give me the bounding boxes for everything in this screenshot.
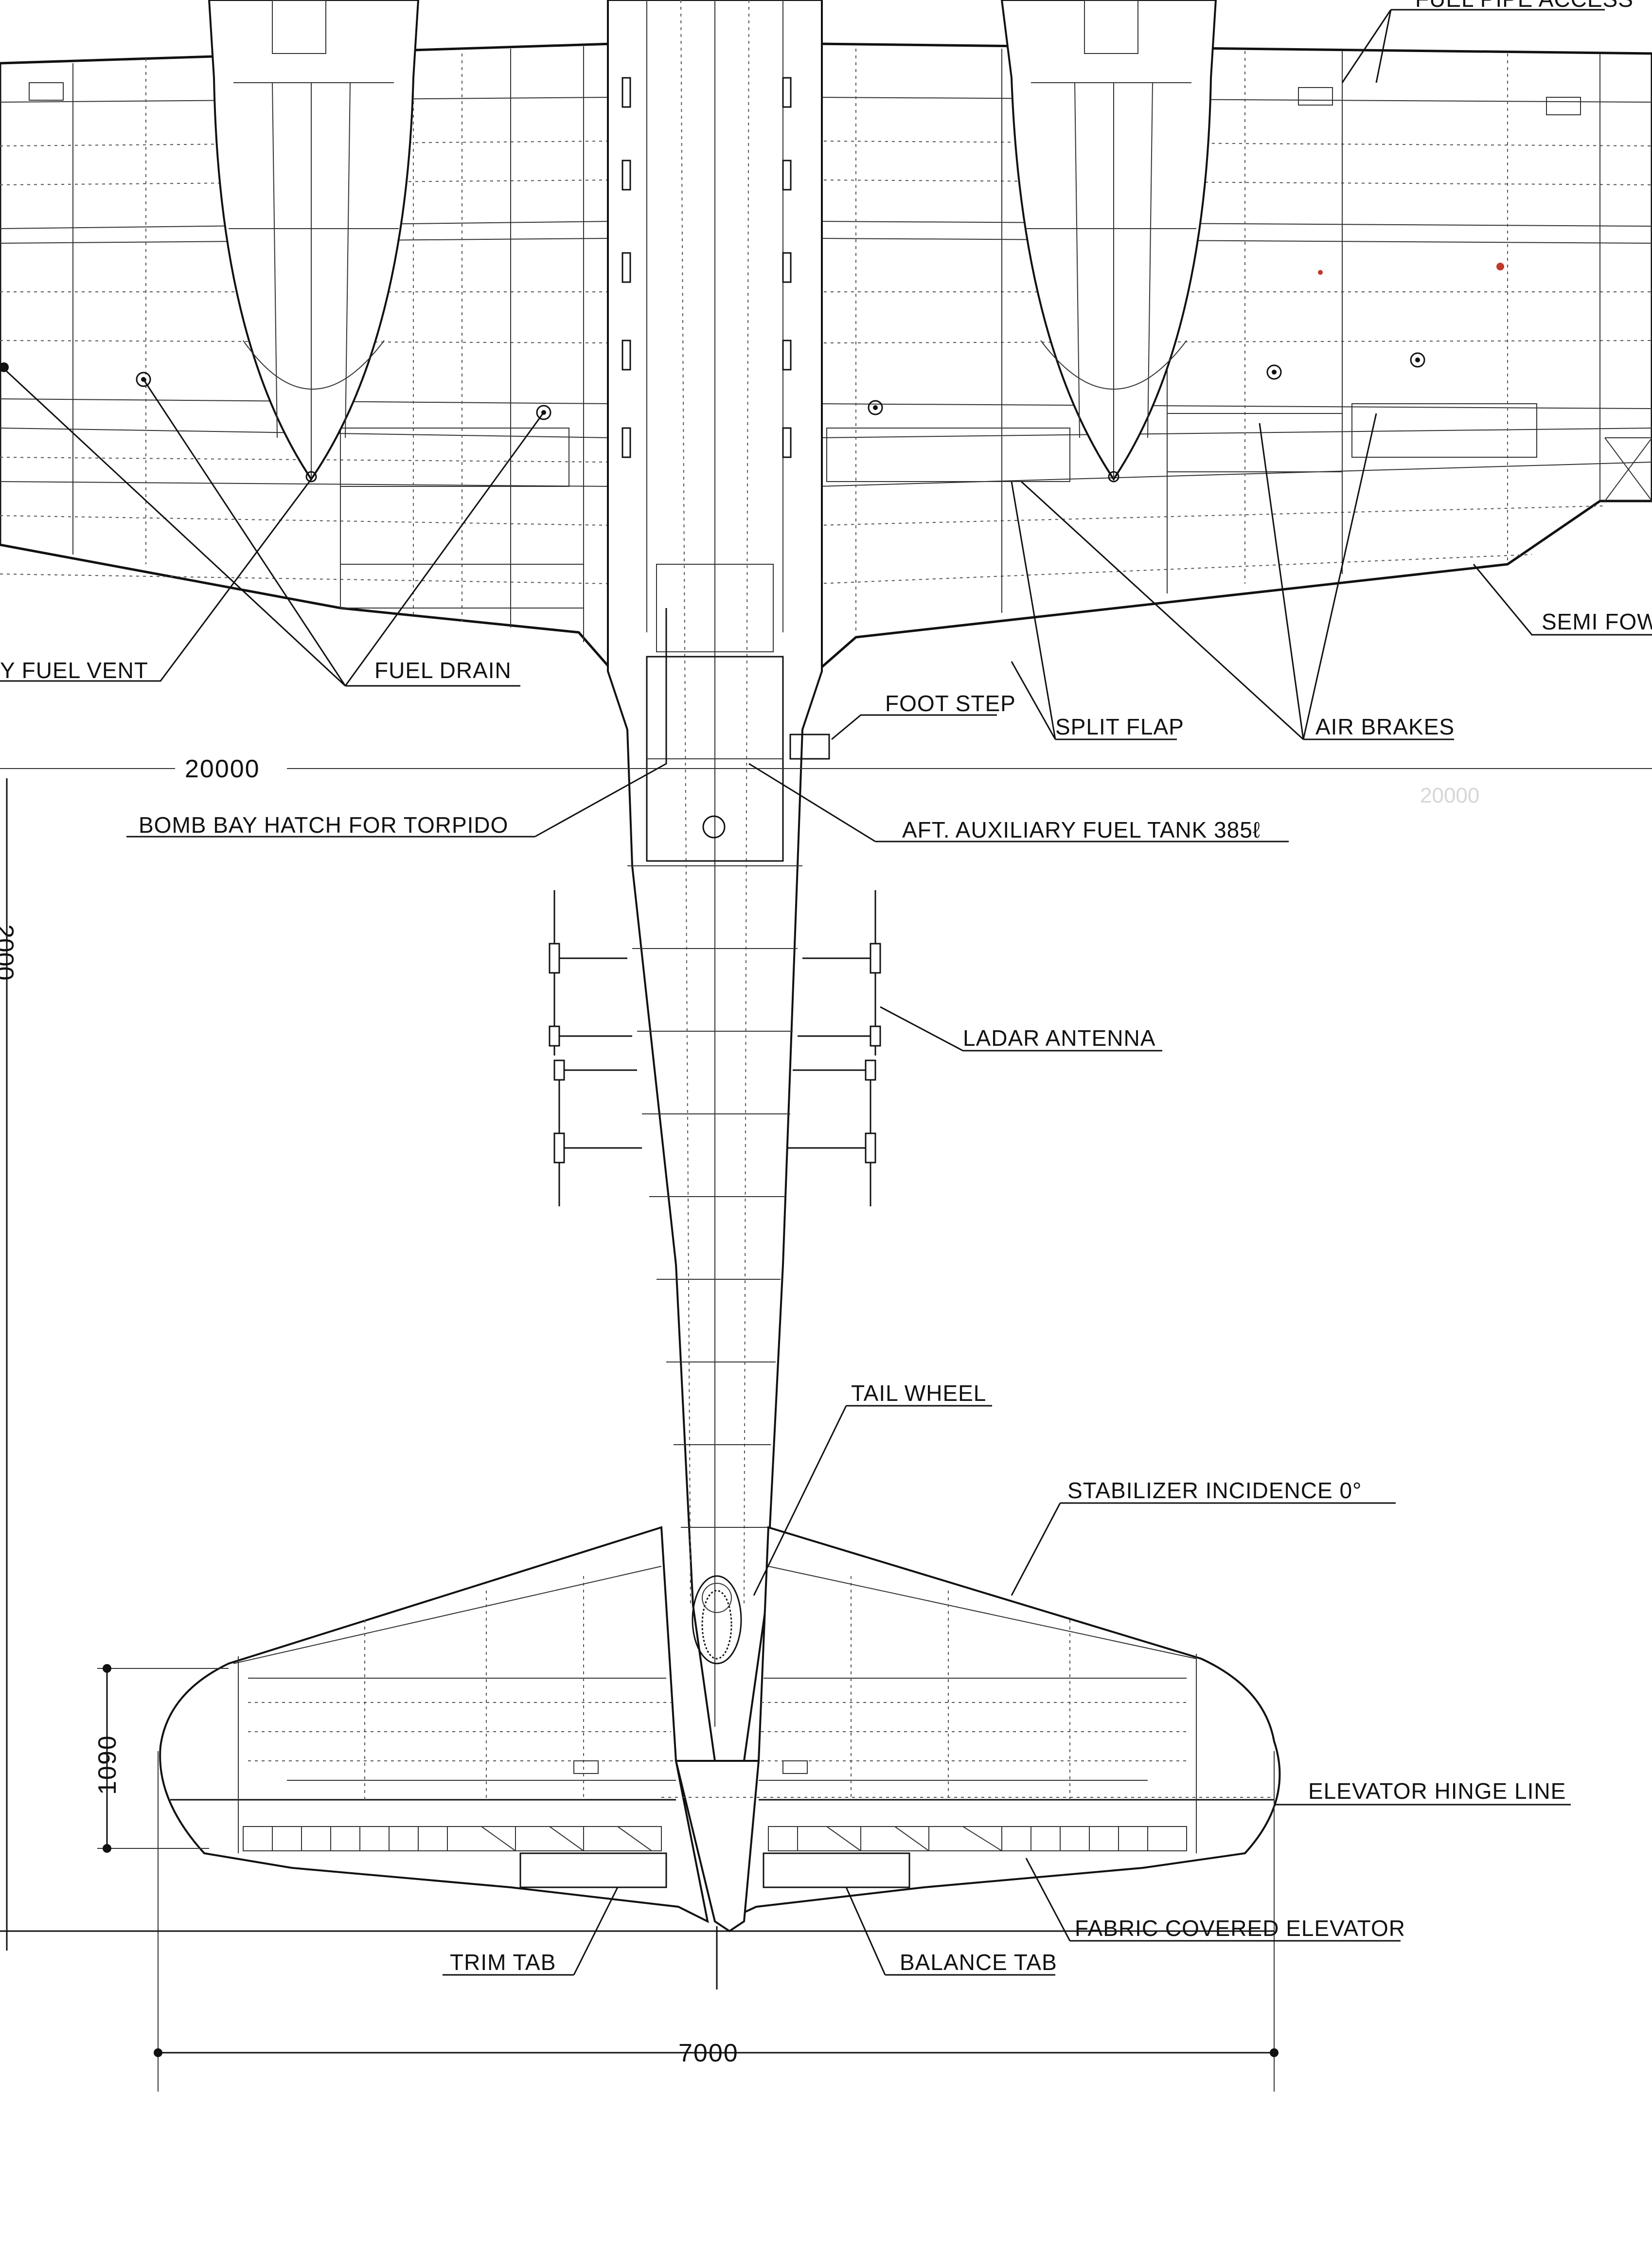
left-nacelle <box>208 0 420 483</box>
right-wing-outline <box>816 42 1652 674</box>
label-fuel-vent: Y FUEL VENT <box>0 658 148 683</box>
callout-leaders <box>0 9 1652 1976</box>
label-ladar-antenna: LADAR ANTENNA <box>963 1025 1155 1051</box>
right-stabilizer <box>723 1526 1281 1923</box>
ghost-text-right: 20000 <box>1420 784 1479 807</box>
label-fuel-drain: FUEL DRAIN <box>374 658 512 683</box>
dimension-lines <box>0 768 1652 2092</box>
right-nacelle <box>1000 0 1217 483</box>
air-brake-inboard <box>1167 413 1343 472</box>
air-brake-outboard <box>1351 403 1537 458</box>
label-fuel-pipe-access: FUEL PIPE ACCESS <box>1415 0 1634 12</box>
tail-wheel <box>692 1575 742 1665</box>
dimension-labels: 20000 7000 1090 2000 <box>0 755 739 2067</box>
fuselage <box>607 0 830 1762</box>
fuel-ports <box>0 352 1425 420</box>
dimension-wing-span: 20000 <box>185 755 260 783</box>
left-split-flap <box>340 428 569 487</box>
label-air-brakes: AIR BRAKES <box>1315 714 1455 739</box>
stain-mark <box>1496 263 1504 270</box>
label-fabric-covered-elevator: FABRIC COVERED ELEVATOR <box>1075 1916 1405 1941</box>
left-stabilizer <box>159 1526 709 1923</box>
left-wing-panels <box>0 46 613 642</box>
trim-tab <box>519 1852 667 1888</box>
label-balance-tab: BALANCE TAB <box>900 1950 1057 1975</box>
right-wing-panels <box>817 49 1652 632</box>
label-semi-fow: SEMI FOW <box>1542 609 1652 634</box>
labels: FUEL PIPE ACCESS Y FUEL VENT FUEL DRAIN … <box>0 0 1652 1975</box>
label-bomb-bay-hatch: BOMB BAY HATCH FOR TORPIDO <box>139 812 508 838</box>
label-tail-wheel: TAIL WHEEL <box>851 1380 986 1406</box>
aux-tank-filler <box>702 815 726 839</box>
label-aft-aux-fuel-tank: AFT. AUXILIARY FUEL TANK 385ℓ <box>902 817 1261 842</box>
dimension-tail-span: 7000 <box>678 2039 739 2067</box>
wing <box>0 42 1652 675</box>
horizontal-tail <box>159 1526 1281 1933</box>
label-stabilizer-incidence: STABILIZER INCIDENCE 0° <box>1067 1478 1362 1503</box>
balance-tab <box>763 1852 910 1888</box>
label-foot-step: FOOT STEP <box>885 691 1016 716</box>
label-trim-tab: TRIM TAB <box>450 1950 556 1975</box>
dimension-edge-fragment: 2000 <box>0 924 18 981</box>
dimension-tail-chord: 1090 <box>93 1735 122 1795</box>
right-split-flap <box>826 428 1070 482</box>
label-split-flap: SPLIT FLAP <box>1055 714 1184 739</box>
radar-antennas <box>549 890 881 1206</box>
foot-step <box>789 734 830 760</box>
label-elevator-hinge-line: ELEVATOR HINGE LINE <box>1308 1778 1566 1804</box>
